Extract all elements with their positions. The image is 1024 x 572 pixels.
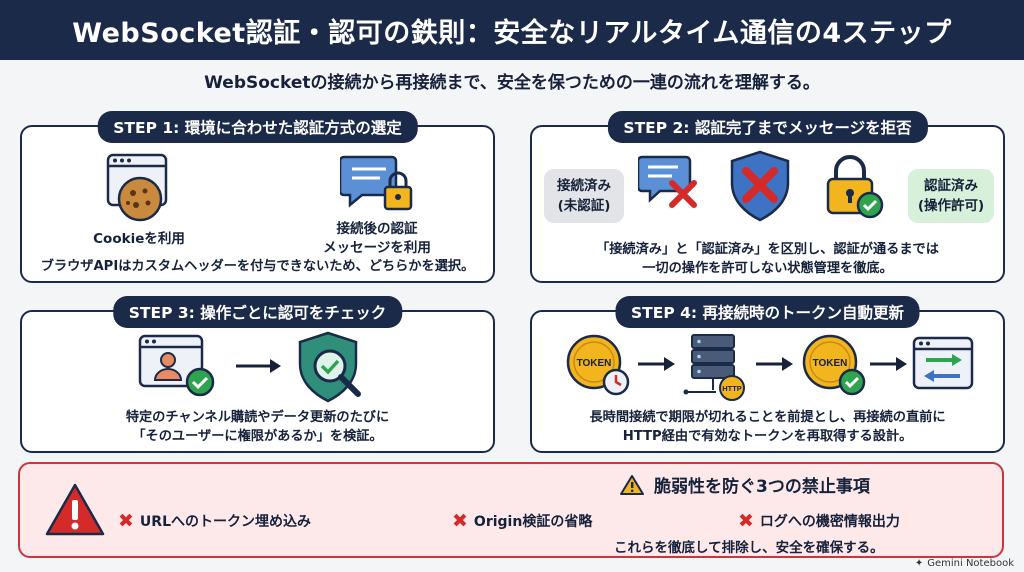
prohibited-item-label: Origin検証の省略 <box>473 514 593 530</box>
state-connected-line1: 接続済み <box>557 178 611 194</box>
token-clock-icon: TOKEN <box>566 334 630 396</box>
http-label: HTTP <box>722 384 742 393</box>
step2-description-line2: 一切の操作を許可しない状態管理を徹底。 <box>642 261 893 276</box>
step3-card: STEP 3: 操作ごとに認可をチェック 特定のチャンネル購読やデータ更新のたび… <box>20 296 495 453</box>
step3-description-line2: 「そのユーザーに権限があるか」を検証。 <box>132 429 383 444</box>
token-label-2: TOKEN <box>813 358 848 369</box>
prohibited-item: ✖ ログへの機密情報出力 <box>738 510 900 532</box>
warning-title: 脆弱性を防ぐ3つの禁止事項 <box>620 472 870 497</box>
lock-check-icon <box>826 155 884 219</box>
page-subtitle: WebSocketの接続から再接続まで、安全を保つための一連の流れを理解する。 <box>204 73 820 93</box>
state-authenticated-line2: (操作許可) <box>917 198 985 214</box>
message-blocked-icon <box>638 155 697 208</box>
step1-card: STEP 1: 環境に合わせた認証方式の選定 Cookieを利用 接続後の認証 … <box>20 111 495 283</box>
cross-icon: ✖ <box>452 510 468 532</box>
user-profile-check-icon <box>138 334 215 397</box>
token-check-icon: TOKEN <box>802 334 866 396</box>
warning-title-text: 脆弱性を防ぐ3つの禁止事項 <box>654 477 870 497</box>
cross-icon: ✖ <box>738 510 754 532</box>
prohibited-item-label: URLへのトークン埋め込み <box>139 514 311 530</box>
step4-description-line2: HTTP経由で有効なトークンを再取得する設計。 <box>622 429 913 444</box>
token-label-1: TOKEN <box>577 358 612 369</box>
arrow-right-icon <box>870 357 907 371</box>
message-option-label-line2: メッセージを利用 <box>323 240 431 256</box>
refresh-exchange-icon <box>912 336 974 390</box>
step4-card: STEP 4: 再接続時のトークン自動更新 TOKEN HTTP TOKEN <box>530 296 1005 453</box>
arrow-right-icon <box>756 357 793 371</box>
warning-triangle-icon <box>45 483 105 536</box>
prohibited-item: ✖ URLへのトークン埋め込み <box>118 510 311 532</box>
warning-panel: 脆弱性を防ぐ3つの禁止事項 ✖ URLへのトークン埋め込み ✖ Origin検証… <box>18 462 1004 558</box>
step2-title: STEP 2: 認証完了までメッセージを拒否 <box>607 111 928 143</box>
http-server-icon: HTTP <box>683 334 745 401</box>
step3-description-line1: 特定のチャンネル購読やデータ更新のたびに <box>125 410 390 425</box>
state-connected-line2: (未認証) <box>557 198 611 214</box>
shield-blocked-icon <box>730 150 790 222</box>
prohibited-item: ✖ Origin検証の省略 <box>452 510 592 532</box>
shield-magnifier-icon <box>298 331 361 403</box>
step4-title: STEP 4: 再接続時のトークン自動更新 <box>615 296 920 328</box>
arrow-right-icon <box>638 357 675 371</box>
state-connected-chip: 接続済み (未認証) <box>544 169 624 223</box>
warning-footer: これらを徹底して排除し、安全を確保する。 <box>614 540 884 556</box>
brand-footer: ✦ Gemini Notebook <box>915 558 1014 569</box>
caution-icon <box>620 474 644 495</box>
message-lock-icon <box>340 155 413 211</box>
cookie-browser-icon <box>106 153 168 222</box>
step2-description-line1: 「接続済み」と「認証済み」を区別し、認証が通るまでは <box>596 242 939 257</box>
message-option-label-line1: 接続後の認証 <box>336 221 418 237</box>
step2-card: STEP 2: 認証完了までメッセージを拒否 接続済み (未認証) 認証済み (… <box>530 111 1005 283</box>
cross-icon: ✖ <box>118 510 134 532</box>
step3-title: STEP 3: 操作ごとに認可をチェック <box>112 296 403 328</box>
arrow-right-icon <box>236 359 281 373</box>
sparkle-icon: ✦ <box>914 558 924 569</box>
cookie-option-label: Cookieを利用 <box>93 231 185 247</box>
prohibited-item-label: ログへの機密情報出力 <box>759 514 900 530</box>
step1-description: ブラウザAPIはカスタムヘッダーを付与できないため、どちらかを選択。 <box>40 259 475 274</box>
brand-label: Gemini Notebook <box>927 558 1014 569</box>
step1-title: STEP 1: 環境に合わせた認証方式の選定 <box>97 111 418 143</box>
state-authenticated-line1: 認証済み <box>924 178 978 194</box>
page-title: WebSocket認証・認可の鉄則：安全なリアルタイム通信の4ステップ <box>0 0 1024 60</box>
step4-description-line1: 長時間接続で期限が切れることを前提とし、再接続の直前に <box>589 410 946 425</box>
state-authenticated-chip: 認証済み (操作許可) <box>908 169 994 223</box>
